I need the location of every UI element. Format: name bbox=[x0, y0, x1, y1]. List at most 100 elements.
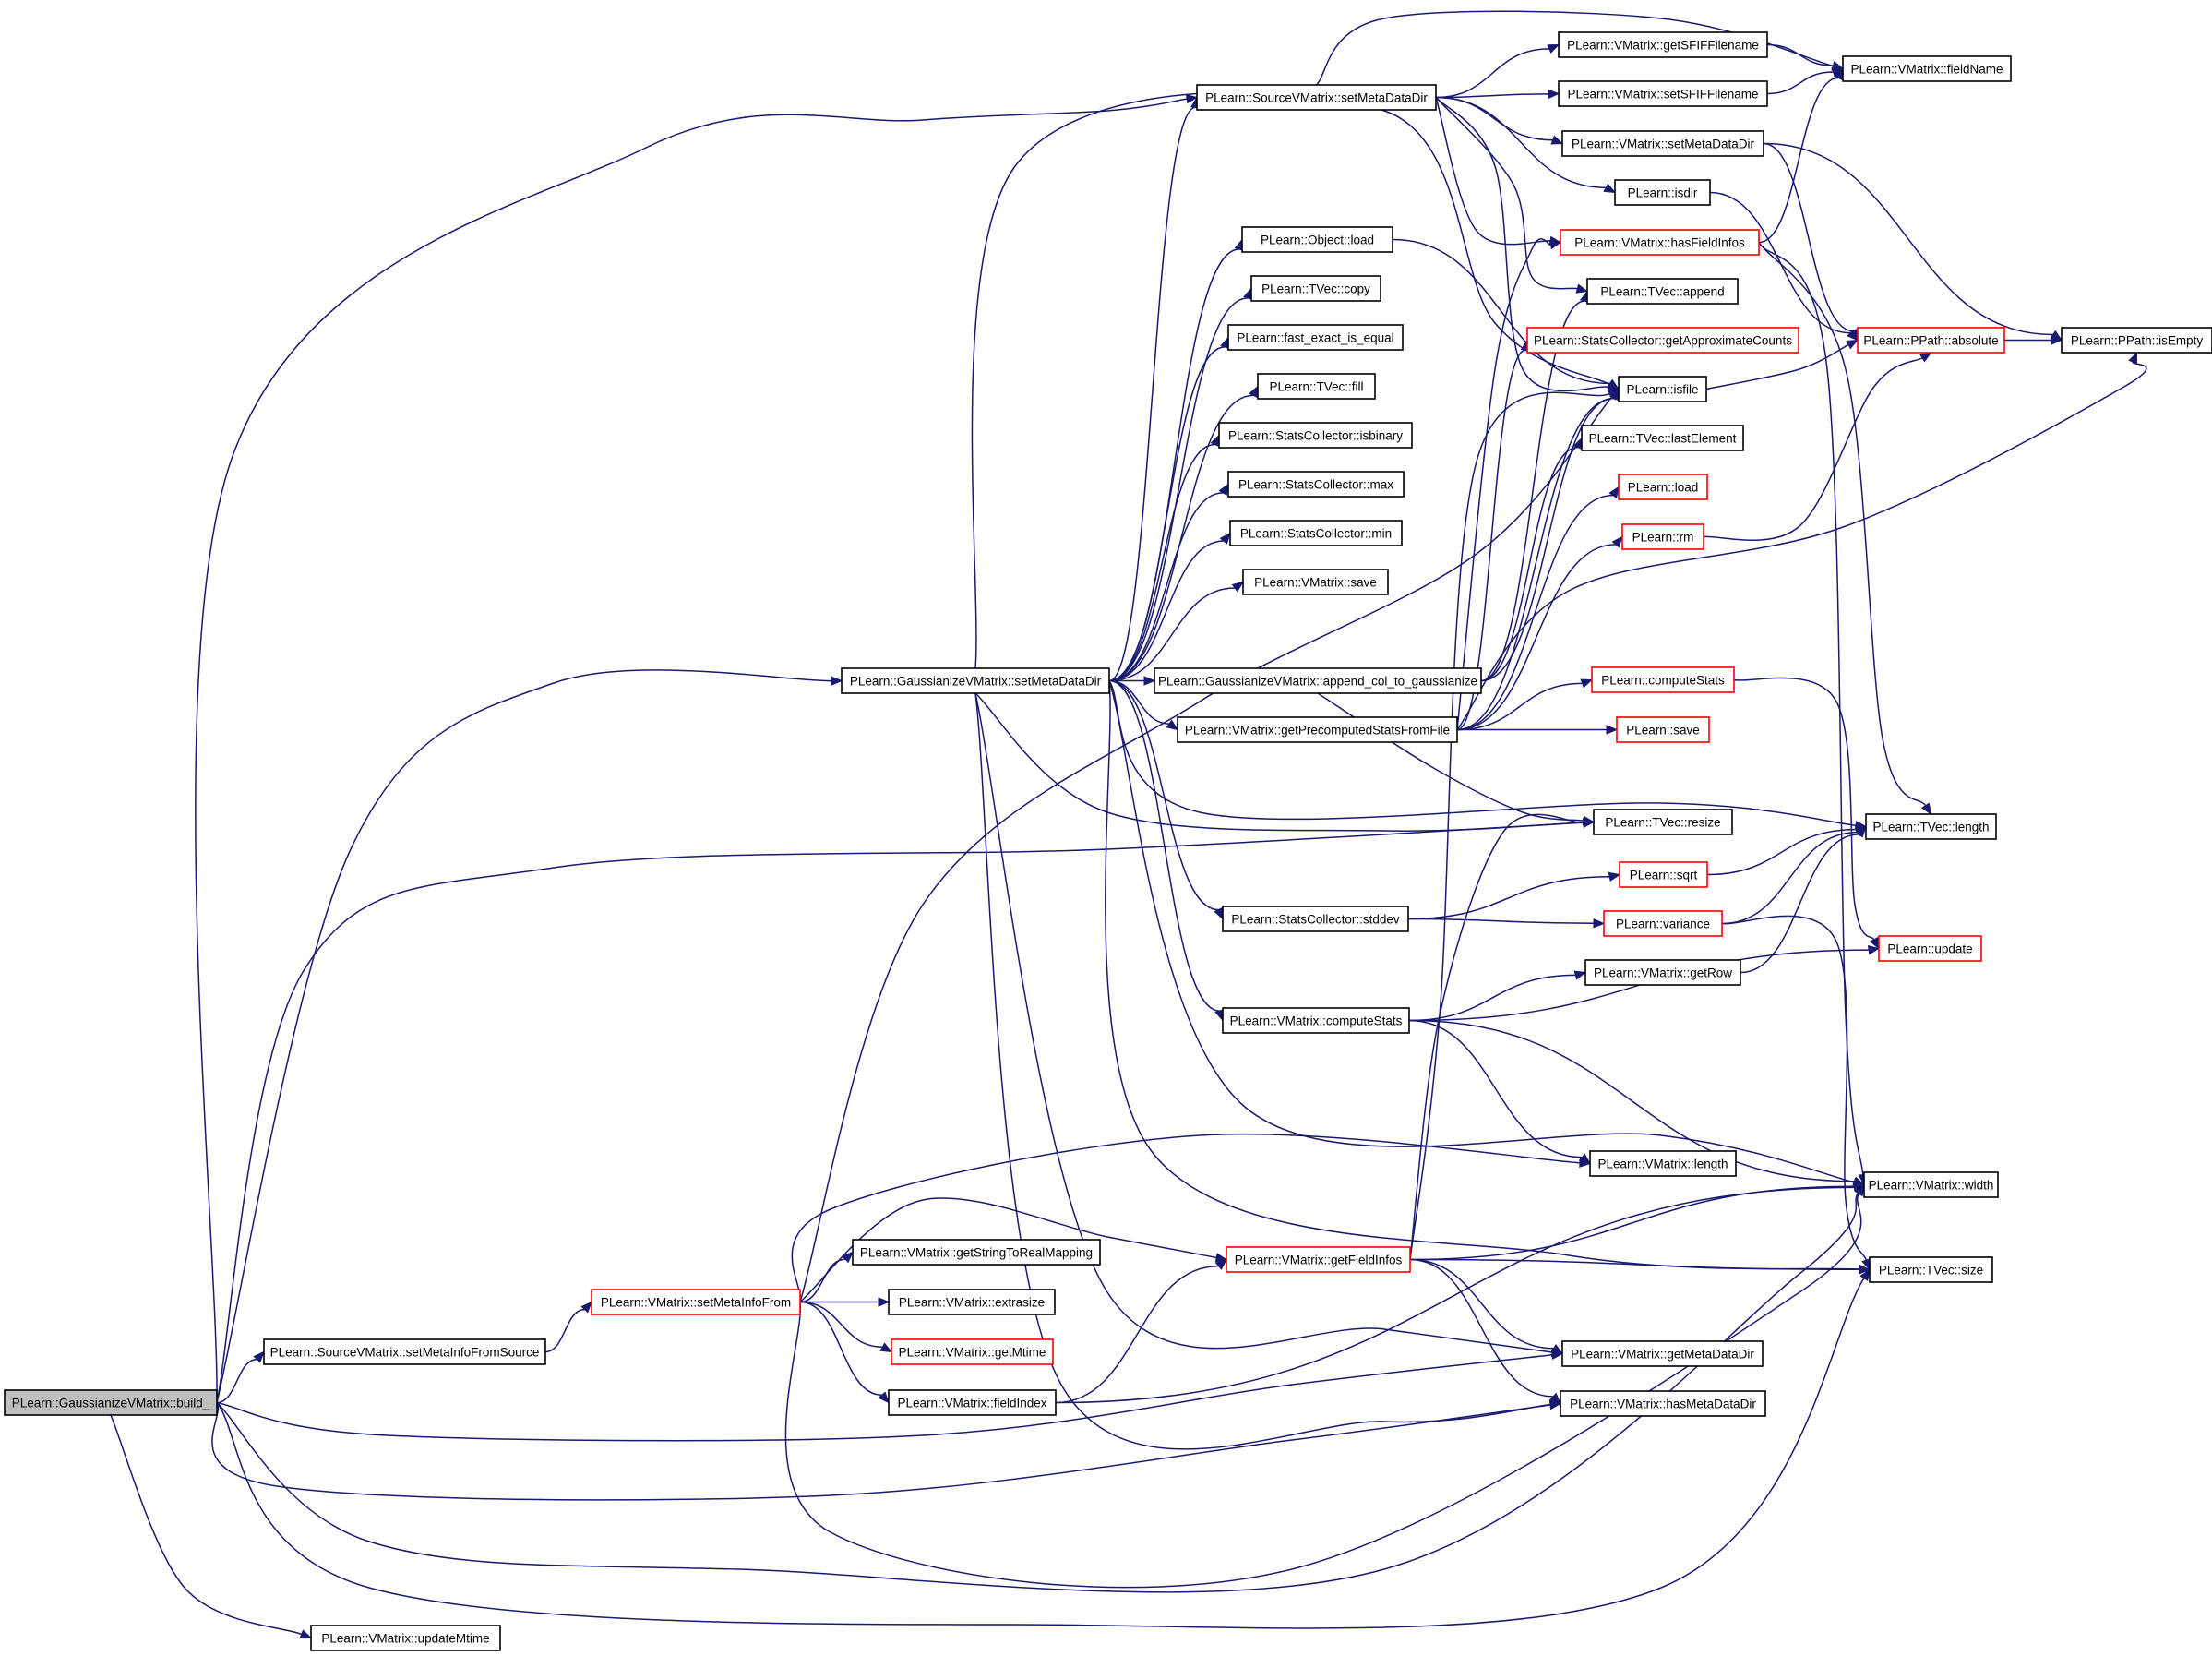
edge-appendCol-to-tvecResize bbox=[1317, 692, 1596, 826]
edge-arrowhead bbox=[2128, 351, 2138, 365]
node-tvecAppend[interactable]: PLearn::TVec::append bbox=[1586, 278, 1739, 305]
node-label: PLearn::TVec::append bbox=[1600, 285, 1724, 299]
edge-arrowhead bbox=[1606, 725, 1619, 735]
edge-line bbox=[1409, 1258, 1554, 1398]
node-objectLoad[interactable]: PLearn::Object::load bbox=[1241, 226, 1393, 253]
node-box bbox=[1218, 422, 1413, 449]
edge-line bbox=[1407, 876, 1610, 920]
node-updateMtime[interactable]: PLearn::VMatrix::updateMtime bbox=[310, 1625, 501, 1651]
node-rm[interactable]: PLearn::rm bbox=[1621, 523, 1704, 550]
node-gSetMetaDataDir[interactable]: PLearn::GaussianizeVMatrix::setMetaDataD… bbox=[841, 667, 1110, 694]
edge-stddev-to-sqrt bbox=[1407, 871, 1621, 920]
node-setMetaInfoFrom[interactable]: PLearn::VMatrix::setMetaInfoFrom bbox=[591, 1289, 801, 1315]
node-box bbox=[1619, 861, 1708, 888]
edge-line bbox=[1409, 813, 1584, 1260]
node-getMetaDataDir[interactable]: PLearn::VMatrix::getMetaDataDir bbox=[1561, 1340, 1764, 1367]
node-getMtime[interactable]: PLearn::VMatrix::getMtime bbox=[891, 1338, 1054, 1365]
edge-line bbox=[1435, 97, 1551, 246]
node-box bbox=[263, 1338, 546, 1365]
node-update[interactable]: PLearn::update bbox=[1878, 935, 1982, 962]
node-sqrt[interactable]: PLearn::sqrt bbox=[1619, 861, 1708, 888]
node-box bbox=[1603, 910, 1723, 937]
edge-arrowhead bbox=[1847, 329, 1859, 342]
edge-line bbox=[1108, 679, 1219, 911]
node-setSFIF[interactable]: PLearn::VMatrix::setSFIFFilename bbox=[1558, 80, 1768, 107]
node-getFieldInfos[interactable]: PLearn::VMatrix::getFieldInfos bbox=[1226, 1246, 1411, 1273]
edge-build-to-hasMetaDataDir bbox=[211, 1399, 1562, 1501]
node-box bbox=[1222, 1007, 1410, 1034]
node-hasFieldInfos[interactable]: PLearn::VMatrix::hasFieldInfos bbox=[1560, 229, 1760, 256]
node-getStringToReal[interactable]: PLearn::VMatrix::getStringToRealMapping bbox=[852, 1239, 1101, 1266]
edge-line bbox=[784, 1193, 1862, 1589]
node-vmLength[interactable]: PLearn::VMatrix::length bbox=[1589, 1150, 1737, 1177]
node-tvecCopy[interactable]: PLearn::TVec::copy bbox=[1250, 275, 1381, 302]
edge-line bbox=[1108, 346, 1226, 682]
node-build[interactable]: PLearn::GaussianizeVMatrix::build_ bbox=[4, 1389, 218, 1416]
node-fastExact[interactable]: PLearn::fast_exact_is_equal bbox=[1227, 324, 1404, 351]
node-getPrecomputed[interactable]: PLearn::VMatrix::getPrecomputedStatsFrom… bbox=[1177, 716, 1458, 743]
edge-vmComputeStats-to-getRow bbox=[1408, 970, 1587, 1022]
node-tvecResize[interactable]: PLearn::TVec::resize bbox=[1593, 809, 1733, 835]
node-box bbox=[1242, 569, 1389, 595]
edge-line bbox=[1108, 492, 1224, 682]
node-isEmpty[interactable]: PLearn::PPath::isEmpty bbox=[2061, 327, 2212, 354]
node-appendCol[interactable]: PLearn::GaussianizeVMatrix::append_col_t… bbox=[1154, 667, 1482, 694]
edge-line bbox=[1108, 106, 1196, 682]
edge-build-to-gSetMetaDataDir bbox=[216, 669, 843, 1403]
node-vmComputeStats[interactable]: PLearn::VMatrix::computeStats bbox=[1222, 1007, 1410, 1034]
edge-gSetMetaDataDir-to-hasMetaDataDir bbox=[974, 692, 1562, 1450]
node-box bbox=[1584, 959, 1741, 986]
node-variance[interactable]: PLearn::variance bbox=[1603, 910, 1723, 937]
node-vmSetMetaDataDir[interactable]: PLearn::VMatrix::setMetaDataDir bbox=[1561, 130, 1764, 157]
edge-getFieldInfos-to-getMetaDataDir bbox=[1409, 1258, 1564, 1355]
node-label: PLearn::PPath::absolute bbox=[1863, 334, 1998, 348]
node-box bbox=[1558, 80, 1768, 107]
node-fieldName[interactable]: PLearn::VMatrix::fieldName bbox=[1842, 55, 2012, 82]
node-label: PLearn::StatsCollector::getApproximateCo… bbox=[1534, 334, 1792, 348]
node-vmWidth[interactable]: PLearn::VMatrix::width bbox=[1863, 1171, 1999, 1198]
node-box bbox=[1593, 809, 1733, 835]
node-label: PLearn::VMatrix::computeStats bbox=[1230, 1014, 1403, 1028]
node-label: PLearn::VMatrix::setSFIFFilename bbox=[1567, 88, 1758, 102]
node-lastElement[interactable]: PLearn::TVec::lastElement bbox=[1581, 425, 1744, 451]
node-box bbox=[1618, 474, 1708, 500]
edge-arrowhead bbox=[1583, 818, 1596, 828]
edge-gSetMetaDataDir-to-tvecSize bbox=[1105, 680, 1871, 1275]
node-getSFIF[interactable]: PLearn::VMatrix::getSFIFFilename bbox=[1558, 31, 1768, 58]
edge-line bbox=[1108, 587, 1236, 682]
node-label: PLearn::rm bbox=[1632, 531, 1694, 545]
node-tvecLength[interactable]: PLearn::TVec::length bbox=[1865, 813, 1997, 840]
edge-gSetMetaDataDir-to-tvecLength bbox=[1108, 680, 1868, 831]
edge-line bbox=[1108, 680, 1857, 826]
node-tvecFill[interactable]: PLearn::TVec::fill bbox=[1257, 373, 1376, 400]
node-label: PLearn::TVec::lastElement bbox=[1589, 432, 1737, 446]
edge-appendCol-to-lastElement bbox=[1480, 437, 1583, 682]
node-sSetMetaDataDir[interactable]: PLearn::SourceVMatrix::setMetaDataDir bbox=[1196, 84, 1437, 111]
node-scMin[interactable]: PLearn::StatsCollector::min bbox=[1229, 520, 1403, 546]
node-tvecSize[interactable]: PLearn::TVec::size bbox=[1869, 1256, 1993, 1283]
node-computeStats[interactable]: PLearn::computeStats bbox=[1591, 666, 1735, 693]
node-label: PLearn::VMatrix::hasFieldInfos bbox=[1574, 236, 1745, 250]
node-label: PLearn::SourceVMatrix::setMetaInfoFromSo… bbox=[270, 1346, 540, 1360]
node-vmSave[interactable]: PLearn::VMatrix::save bbox=[1242, 569, 1389, 595]
node-isfile[interactable]: PLearn::isfile bbox=[1618, 376, 1707, 402]
node-label: PLearn::VMatrix::getFieldInfos bbox=[1235, 1254, 1403, 1267]
node-extrasize[interactable]: PLearn::VMatrix::extrasize bbox=[888, 1289, 1056, 1315]
node-getRow[interactable]: PLearn::VMatrix::getRow bbox=[1584, 959, 1741, 986]
node-hasMetaDataDir[interactable]: PLearn::VMatrix::hasMetaDataDir bbox=[1560, 1390, 1766, 1417]
node-fieldIndex[interactable]: PLearn::VMatrix::fieldIndex bbox=[888, 1389, 1057, 1416]
node-stddev[interactable]: PLearn::StatsCollector::stddev bbox=[1222, 906, 1409, 932]
edge-line bbox=[1435, 96, 1607, 189]
node-scMax[interactable]: PLearn::StatsCollector::max bbox=[1227, 471, 1405, 498]
node-absolute[interactable]: PLearn::PPath::absolute bbox=[1857, 327, 2005, 354]
node-setMetaInfoFromSource[interactable]: PLearn::SourceVMatrix::setMetaInfoFromSo… bbox=[263, 1338, 546, 1365]
edge-line bbox=[974, 692, 1551, 1450]
node-load[interactable]: PLearn::load bbox=[1618, 474, 1708, 500]
node-getApprox[interactable]: PLearn::StatsCollector::getApproximateCo… bbox=[1526, 327, 1799, 354]
node-isdir[interactable]: PLearn::isdir bbox=[1614, 179, 1711, 206]
node-save[interactable]: PLearn::save bbox=[1616, 716, 1710, 743]
node-box bbox=[4, 1389, 218, 1416]
edge-arrowhead bbox=[2051, 335, 2063, 345]
node-isbinary[interactable]: PLearn::StatsCollector::isbinary bbox=[1218, 422, 1413, 449]
